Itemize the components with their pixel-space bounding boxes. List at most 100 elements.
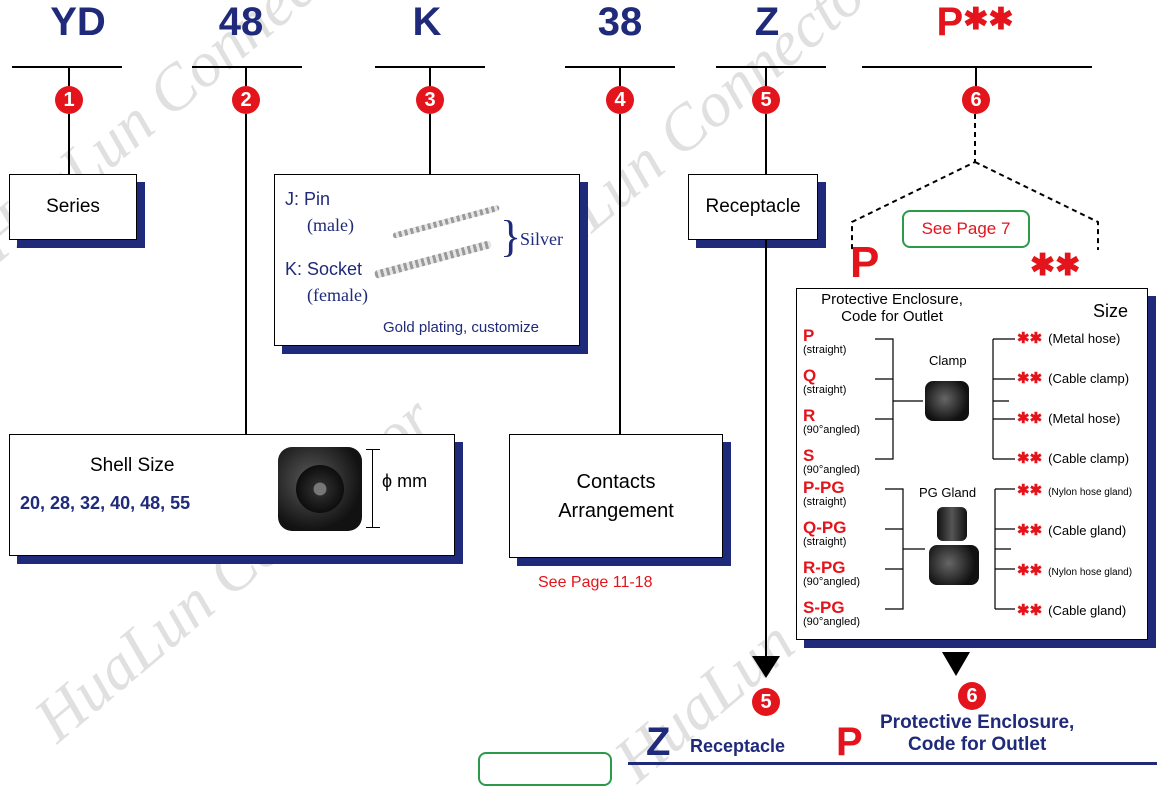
enclosure-size-row: ✱✱(Cable gland)	[1017, 601, 1126, 620]
bottom-z-label: Receptacle	[690, 736, 786, 756]
col1-header-line2: Code for Outlet	[841, 308, 943, 325]
connector-line	[245, 114, 247, 434]
enclosure-big-stars: ✱✱	[1030, 249, 1081, 282]
gland-label: PG Gland	[919, 485, 977, 500]
size-stars: ✱✱	[1017, 482, 1043, 499]
receptacle-label: Receptacle	[705, 196, 801, 217]
enclosure-code: P-PG	[803, 478, 845, 497]
series-label: Series	[46, 196, 100, 217]
socket-contact-image	[373, 240, 492, 279]
bottom-p: P	[836, 720, 863, 764]
bottom-green-box	[478, 752, 612, 786]
size-label: (Metal hose)	[1048, 331, 1121, 346]
size-stars: ✱✱	[1017, 522, 1043, 539]
connector-line	[68, 66, 70, 86]
col3-header: Size	[1093, 301, 1129, 321]
size-label: (Cable clamp)	[1048, 451, 1130, 466]
code-receptacle: Z	[754, 0, 780, 44]
clamp-label: Clamp	[929, 353, 967, 368]
pin-label: Pin	[304, 189, 331, 209]
code-contact-type: K	[412, 0, 442, 44]
size-label: (Cable clamp)	[1048, 371, 1130, 386]
code-arrangement: 38	[597, 0, 643, 44]
enclosure-big-p: P	[850, 238, 880, 287]
enclosure-size-row: ✱✱ (Nylon hose gland)	[1017, 561, 1132, 580]
connector-line	[975, 66, 977, 86]
number-badge-6: 6	[962, 86, 990, 114]
gland-image-1	[937, 507, 967, 541]
socket-label: Socket	[307, 259, 363, 279]
size-stars: ✱✱	[1017, 370, 1043, 387]
underline	[12, 66, 122, 68]
enclosure-table-box: Protective Enclosure, Code for Outlet Si…	[796, 288, 1148, 640]
series-box: Series	[9, 174, 137, 240]
size-stars: ✱✱	[1017, 330, 1043, 347]
size-label: (Nylon hose gland)	[1048, 487, 1133, 498]
enclosure-code: Q-PG	[803, 518, 847, 537]
number-badge-6-bottom: 6	[958, 682, 986, 710]
arrow-down-icon	[942, 652, 970, 676]
enclosure-code: S-PG	[803, 598, 845, 617]
number-badge-5-bottom: 5	[752, 688, 780, 716]
enclosure-code-sub: (90°angled)	[803, 576, 860, 588]
enclosure-code-sub: (straight)	[803, 496, 847, 508]
receptacle-box: Receptacle	[688, 174, 818, 240]
dimension-line	[372, 449, 373, 527]
number-badge-2: 2	[232, 86, 260, 114]
connector-line	[619, 114, 621, 434]
clamp-image	[925, 381, 969, 421]
enclosure-code-row: R-PG(90°angled)	[803, 559, 860, 588]
connector-line	[429, 66, 431, 86]
size-stars: ✱✱	[1017, 410, 1043, 427]
connector-line	[429, 114, 431, 174]
enclosure-code: P	[803, 326, 815, 345]
connector-image	[278, 447, 362, 531]
enclosure-code-row: S-PG(90°angled)	[803, 599, 860, 628]
enclosure-code: R-PG	[803, 558, 846, 577]
pin-code: J:	[285, 189, 300, 209]
underline	[716, 66, 826, 68]
socket-code: K:	[285, 259, 303, 279]
enclosure-code-sub: (straight)	[803, 344, 847, 356]
connector-line	[245, 66, 247, 86]
enclosure-code-sub: (straight)	[803, 384, 847, 396]
col1-header-line1: Protective Enclosure,	[821, 291, 963, 308]
size-label: (Nylon hose gland)	[1048, 567, 1133, 578]
number-badge-1: 1	[55, 86, 83, 114]
number-badge-5: 5	[752, 86, 780, 114]
code-enclosure-stars: ✱✱	[963, 3, 1014, 36]
see-page-7-link[interactable]: See Page 7	[902, 210, 1030, 248]
enclosure-code-sub: (straight)	[803, 536, 847, 548]
enclosure-size-row: ✱✱ (Metal hose)	[1017, 329, 1120, 348]
connector-line	[765, 239, 767, 659]
plating-note: Gold plating, customize	[383, 319, 539, 336]
brace: }	[500, 212, 522, 261]
contacts-line2: Arrangement	[558, 500, 674, 522]
dimension-label: ϕ mm	[382, 471, 428, 491]
contacts-line1: Contacts	[576, 471, 656, 493]
size-stars: ✱✱	[1017, 562, 1043, 579]
enclosure-code-row: P-PG(straight)	[803, 479, 846, 508]
bracket-lines	[875, 338, 1015, 610]
shell-sizes: 20, 28, 32, 40, 48, 55	[20, 493, 191, 513]
code-enclosure-letter: P	[936, 0, 964, 44]
dashed-bracket	[851, 114, 1099, 250]
enclosure-code-row: Q(straight)	[803, 367, 846, 396]
connector-line	[765, 114, 767, 174]
size-label: (Cable gland)	[1048, 523, 1127, 538]
arrow-down-icon	[752, 656, 780, 678]
socket-row: K: Socket	[285, 259, 362, 280]
shell-size-box: Shell Size 20, 28, 32, 40, 48, 55 ϕ mm	[9, 434, 455, 556]
code-series: YD	[50, 0, 106, 44]
code-enclosure: P✱✱	[890, 0, 1060, 45]
enclosure-code-row: S(90°angled)	[803, 447, 860, 476]
connector-line	[765, 66, 767, 86]
dimension-tick	[366, 527, 380, 528]
enclosure-code-sub: (90°angled)	[803, 424, 860, 436]
number-badge-4: 4	[606, 86, 634, 114]
see-page-link[interactable]: See Page 11-18	[538, 574, 653, 591]
dimension-tick	[366, 449, 380, 450]
bottom-p-label-line1: Protective Enclosure,	[880, 712, 1075, 733]
enclosure-size-row: ✱✱(Cable clamp)	[1017, 449, 1129, 468]
bottom-z: Z	[646, 720, 671, 764]
